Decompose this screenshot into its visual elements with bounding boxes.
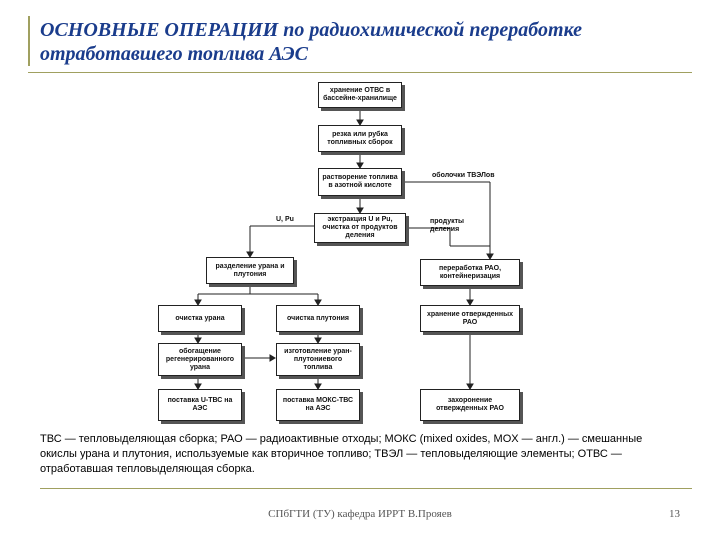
slide-frame-accent <box>28 16 30 66</box>
footer-divider <box>40 488 692 489</box>
box-rao-storage: хранение отвержденных РАО <box>420 305 520 332</box>
page-number: 13 <box>669 508 680 520</box>
abbreviations-footnote: ТВС — тепловыделяющая сборка; РАО — ради… <box>40 433 643 475</box>
flow-connectors <box>194 108 494 390</box>
box-u-delivery: поставка U-ТВС на АЭС <box>158 389 242 421</box>
box-separation: разделение урана и плутония <box>206 257 294 284</box>
box-plutonium-purification: очистка плутония <box>276 305 360 332</box>
box-mox-fabrication: изготовление уран-плутониевого топлива <box>276 343 360 376</box>
box-extraction: экстракция U и Pu, очистка от продуктов … <box>314 213 406 243</box>
box-dissolution: растворение топлива в азотной кислоте <box>318 168 402 196</box>
box-storage: хранение ОТВС в бассейне-хранилище <box>318 82 402 108</box>
box-rao-processing: переработка РАО, контейнеризация <box>420 259 520 286</box>
box-uranium-purification: очистка урана <box>158 305 242 332</box>
label-u-pu: U, Pu <box>276 216 294 223</box>
box-cutting: резка или рубка топливных сборок <box>318 125 402 152</box>
label-fission-products: продукты деления <box>430 218 465 233</box>
title-divider <box>28 72 692 73</box>
footer-credit: СПбГТИ (ТУ) кафедра ИРРТ В.Прояев <box>268 508 452 520</box>
box-mox-delivery: поставка МОКС-ТВС на АЭС <box>276 389 360 421</box>
slide-title: ОСНОВНЫЕ ОПЕРАЦИИ по радиохимической пер… <box>40 19 582 65</box>
process-flow-diagram: хранение ОТВС в бассейне-хранилище резка… <box>150 78 550 428</box>
label-cladding: оболочки ТВЭЛов <box>432 172 495 179</box>
box-rao-disposal: захоронение отвержденных РАО <box>420 389 520 421</box>
box-enrichment: обогащение регенерированного урана <box>158 343 242 376</box>
